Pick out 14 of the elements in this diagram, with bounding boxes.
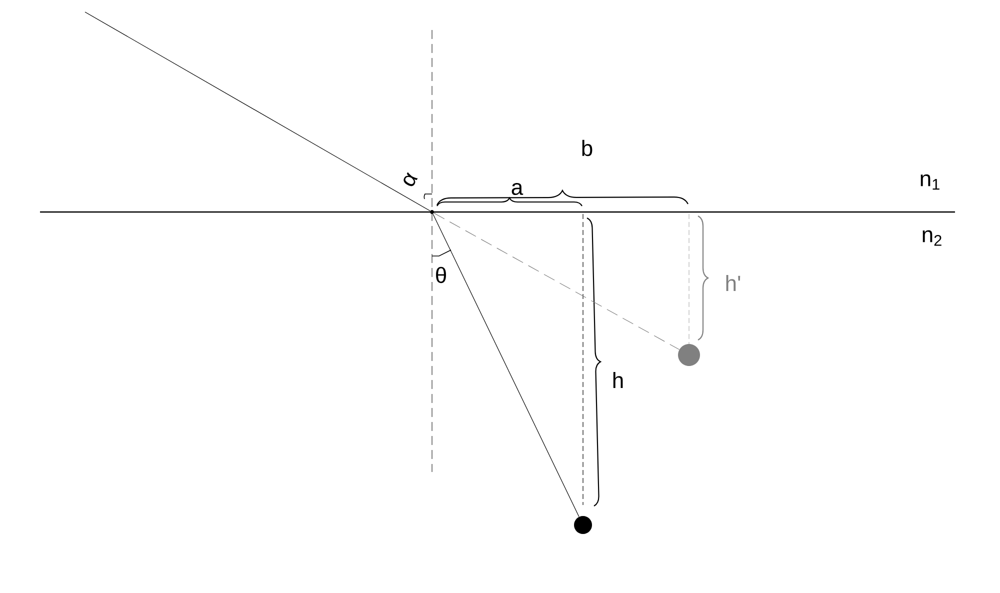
medium-label: n$_{1}$ <box>920 174 940 190</box>
light-ray <box>434 212 680 350</box>
dimension-label: b <box>582 140 592 156</box>
light-ray <box>84 12 430 212</box>
light-ray <box>432 214 580 517</box>
angle-label: α <box>404 172 418 186</box>
angle-label: θ <box>436 266 446 284</box>
point-dot <box>574 516 592 534</box>
incidence-point <box>430 210 434 214</box>
medium-label: n$_{2}$ <box>922 230 942 246</box>
dimension-label: h' <box>726 275 740 291</box>
point-dot <box>678 344 700 366</box>
dimension-label: a <box>512 182 524 196</box>
dimension-label: h <box>613 372 623 388</box>
